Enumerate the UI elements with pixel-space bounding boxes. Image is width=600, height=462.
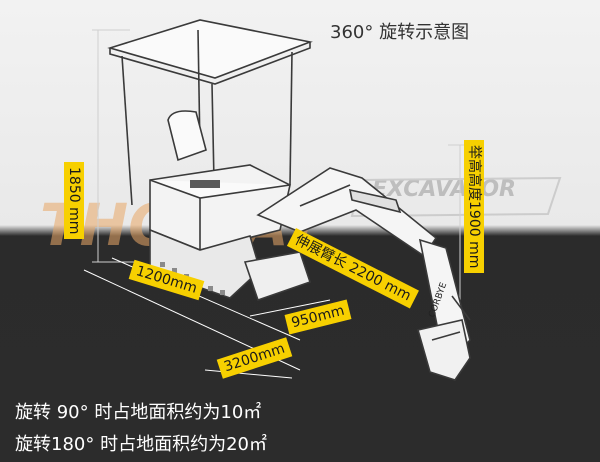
watermark-sub: EXCAVATOR <box>372 177 516 202</box>
lift-height-label: 举高高度1900 mm <box>464 140 484 274</box>
page-title: 360° 旋转示意图 <box>330 22 470 43</box>
dimension-lines <box>92 29 472 320</box>
footprint-180: 旋转180° 时占地面积约为20㎡ <box>15 430 267 456</box>
footprint-90: 旋转 90° 时占地面积约为10㎡ <box>15 398 261 424</box>
area-180-text: 时占地面积约为20㎡ <box>100 434 267 455</box>
rotation-180: 旋转180° <box>15 434 95 455</box>
area-90-text: 时占地面积约为10㎡ <box>94 402 262 423</box>
canopy-height-label: 1850 mm <box>64 162 84 240</box>
body-decal <box>190 180 220 188</box>
rotation-90: 旋转 90° <box>15 402 89 423</box>
excavator-body <box>107 19 471 381</box>
